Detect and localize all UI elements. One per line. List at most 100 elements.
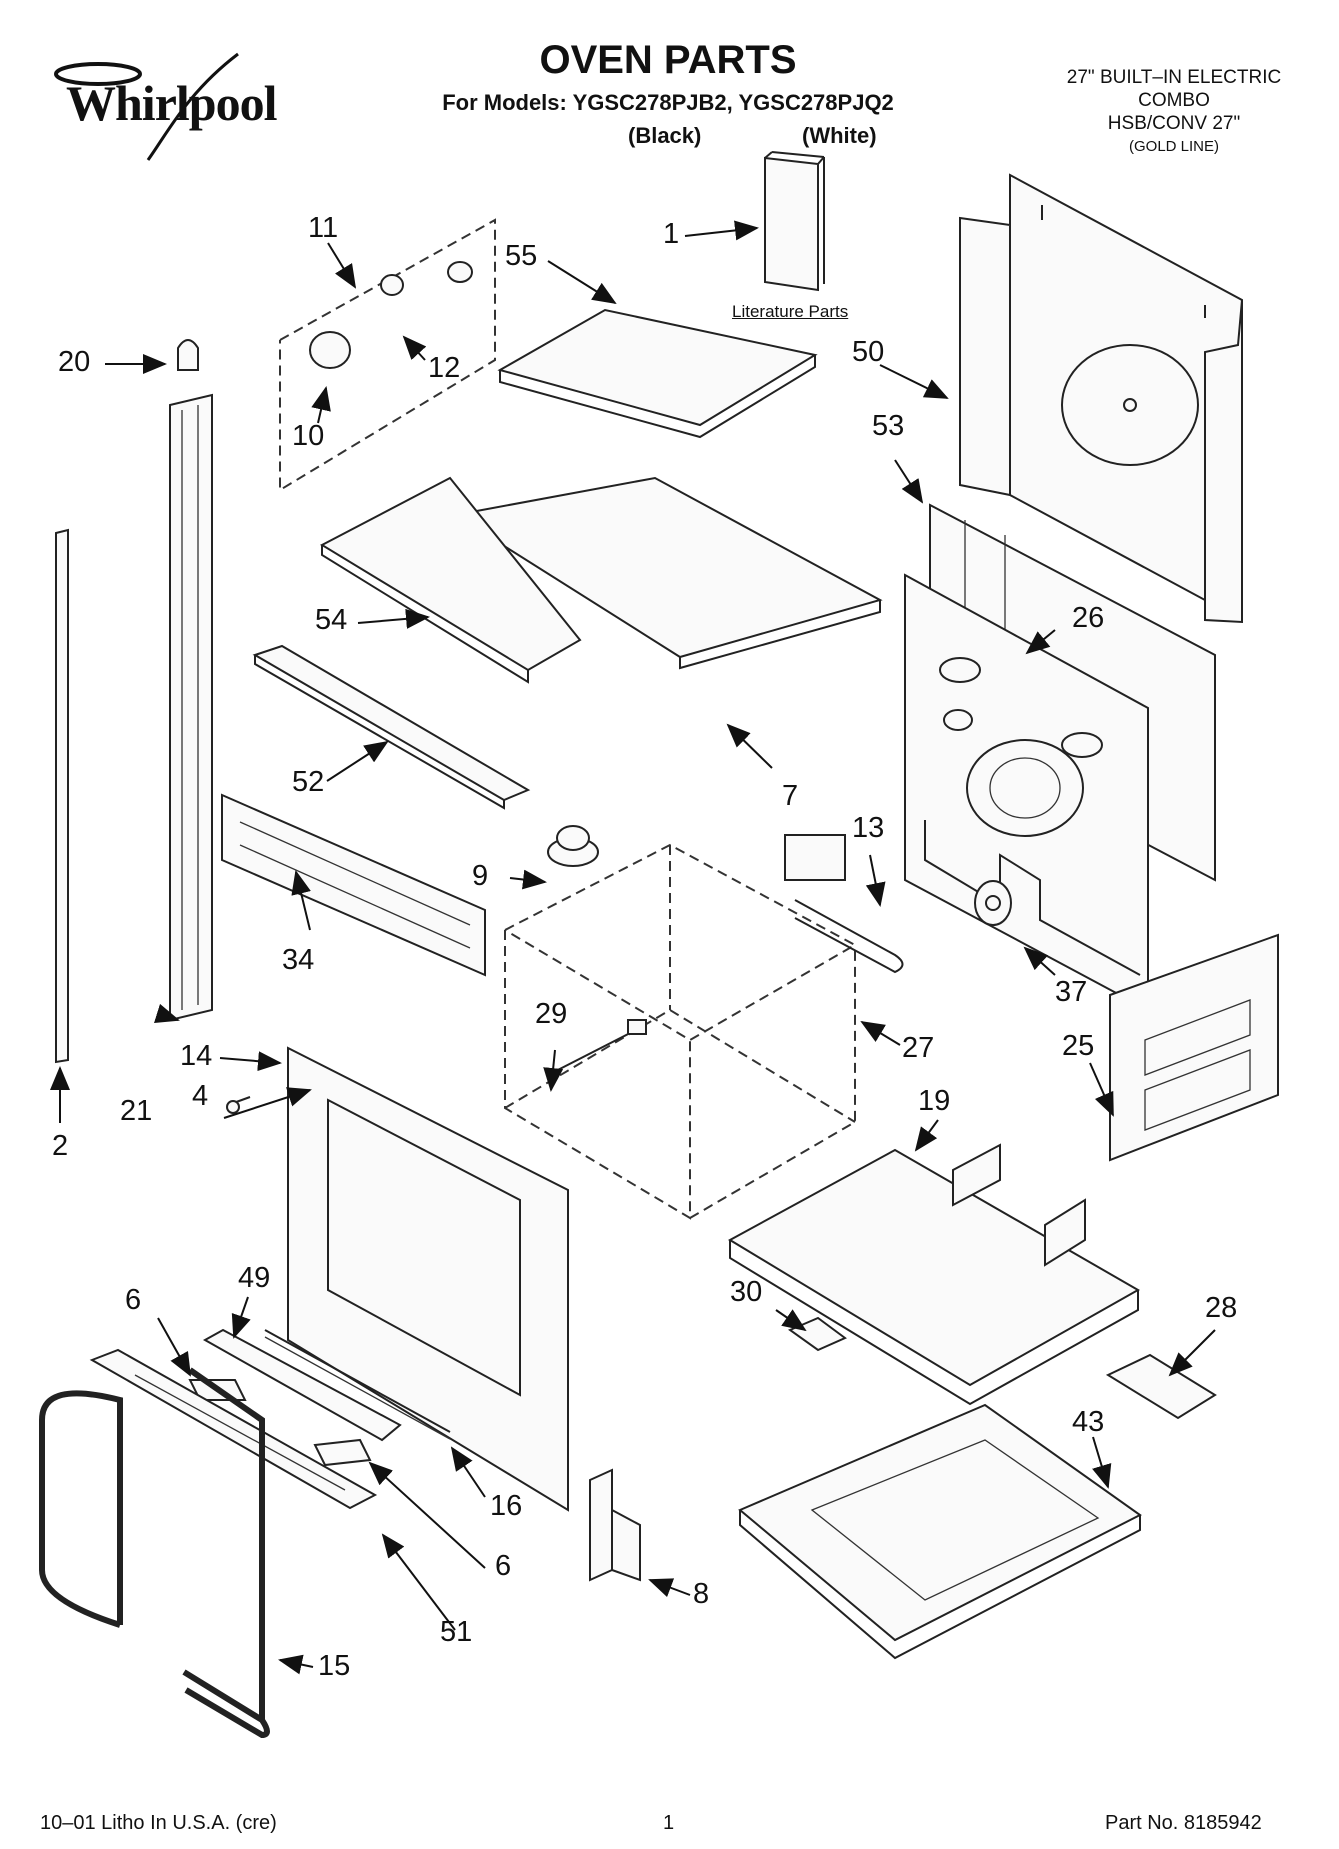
callout-43: 43	[1072, 1406, 1105, 1438]
arrow-19	[914, 1119, 939, 1152]
callout-27: 27	[902, 1032, 935, 1064]
arrow-6b	[368, 1461, 486, 1569]
variant-black: (Black)	[628, 123, 702, 148]
arrow-13	[865, 854, 886, 907]
callout-12: 12	[428, 352, 461, 384]
callout-4: 4	[192, 1080, 209, 1112]
callout-6b: 6	[495, 1550, 512, 1582]
arrow-28	[1168, 1329, 1216, 1377]
part-19-tray	[727, 1143, 1141, 1406]
logo-swirl-icon	[54, 52, 239, 161]
callout-13: 13	[852, 812, 885, 844]
callout-26: 26	[1072, 602, 1105, 634]
arrow-34	[291, 870, 311, 931]
callout-9: 9	[472, 860, 489, 892]
product-line-3: HSB/CONV 27"	[1107, 113, 1241, 134]
arrow-37	[1023, 946, 1056, 976]
arrow-30	[775, 1309, 807, 1332]
arrow-10	[311, 386, 331, 424]
part-9-thermostat	[547, 825, 599, 867]
arrow-53	[894, 459, 924, 504]
arrow-16	[450, 1446, 486, 1498]
arrow-51	[381, 1533, 456, 1631]
part-55-insulation	[497, 308, 818, 439]
product-line-2: COMBO	[1138, 90, 1210, 111]
part-6-spacer-b	[313, 1438, 372, 1467]
callout-10: 10	[292, 420, 325, 452]
callout-51: 51	[440, 1616, 473, 1648]
callout-2: 2	[52, 1130, 69, 1162]
arrow-14	[219, 1051, 282, 1072]
arrow-52	[326, 740, 389, 782]
arrow-11	[327, 242, 357, 289]
callout-28: 28	[1205, 1292, 1238, 1324]
footer-page-number: 1	[663, 1812, 675, 1834]
part-29-sensor	[547, 1019, 647, 1076]
callout-11: 11	[308, 212, 339, 244]
part-13-element	[784, 834, 904, 974]
callout-52: 52	[292, 766, 325, 798]
arrow-29	[543, 1049, 564, 1092]
arrow-15	[278, 1654, 314, 1675]
callout-8: 8	[693, 1578, 710, 1610]
brand-logo: Whirlpool	[28, 52, 278, 162]
arrow-26	[1025, 629, 1056, 655]
arrow-4	[223, 1087, 312, 1119]
callout-55: 55	[505, 240, 538, 272]
part-49-insulation-block	[202, 1328, 402, 1442]
part-43-bottom-tray	[738, 1403, 1142, 1660]
callout-49: 49	[238, 1262, 271, 1294]
arrow-50	[879, 364, 949, 399]
product-line-1: 27" BUILT–IN ELECTRIC	[1066, 67, 1282, 88]
product-line-4: (GOLD LINE)	[1128, 138, 1219, 155]
part-4-screw	[226, 1096, 251, 1114]
callout-7: 7	[782, 780, 799, 812]
arrow-25	[1089, 1062, 1114, 1117]
literature-parts-label: Literature Parts	[732, 302, 849, 321]
part-16-gasket	[264, 1329, 451, 1440]
callout-25: 25	[1062, 1030, 1095, 1062]
callout-21: 21	[120, 1095, 153, 1127]
footer-litho: 10–01 Litho In U.S.A. (cre)	[40, 1812, 277, 1834]
arrow-27	[860, 1020, 901, 1046]
callout-6a: 6	[125, 1284, 142, 1316]
brand-name: Whirlpool	[66, 75, 277, 131]
part-11-light-assembly-group	[279, 218, 496, 492]
callout-20: 20	[58, 346, 91, 378]
callout-54: 54	[315, 604, 348, 636]
arrow-43	[1092, 1436, 1112, 1489]
part-15-door-gasket	[39, 1367, 270, 1739]
arrow-49	[231, 1296, 251, 1339]
arrow-54	[357, 608, 430, 629]
arrow-6a	[157, 1317, 191, 1377]
callout-29: 29	[535, 998, 568, 1030]
callout-37: 37	[1055, 976, 1088, 1008]
callout-16: 16	[490, 1490, 523, 1522]
callout-14: 14	[180, 1040, 213, 1072]
variant-white: (White)	[802, 123, 877, 148]
callout-19: 19	[918, 1085, 951, 1117]
callout-53: 53	[872, 410, 905, 442]
callout-34: 34	[282, 944, 315, 976]
part-8-hinge	[589, 1468, 641, 1582]
part-50-rear-panel	[959, 173, 1243, 624]
part-28-terminal-block	[1105, 1353, 1217, 1420]
part-14-front-frame	[287, 1046, 569, 1512]
part-21-side-trim	[169, 393, 213, 1022]
part-1-literature	[764, 151, 825, 292]
arrow-9	[509, 869, 547, 890]
arrow-55	[547, 260, 617, 305]
part-34-vent-grille	[221, 793, 486, 977]
callout-30: 30	[730, 1276, 763, 1308]
part-37-thermal-fuse	[974, 880, 1012, 926]
models-line: For Models: YGSC278PJB2, YGSC278PJQ2	[442, 90, 894, 115]
part-7-top-panel	[452, 476, 883, 670]
arrow-12	[402, 335, 427, 361]
callout-15: 15	[318, 1650, 351, 1682]
callout-50: 50	[852, 336, 885, 368]
callout-1: 1	[663, 218, 680, 250]
page-title: OVEN PARTS	[539, 38, 797, 82]
arrow-21	[154, 1003, 180, 1023]
part-20-clip	[177, 339, 199, 371]
